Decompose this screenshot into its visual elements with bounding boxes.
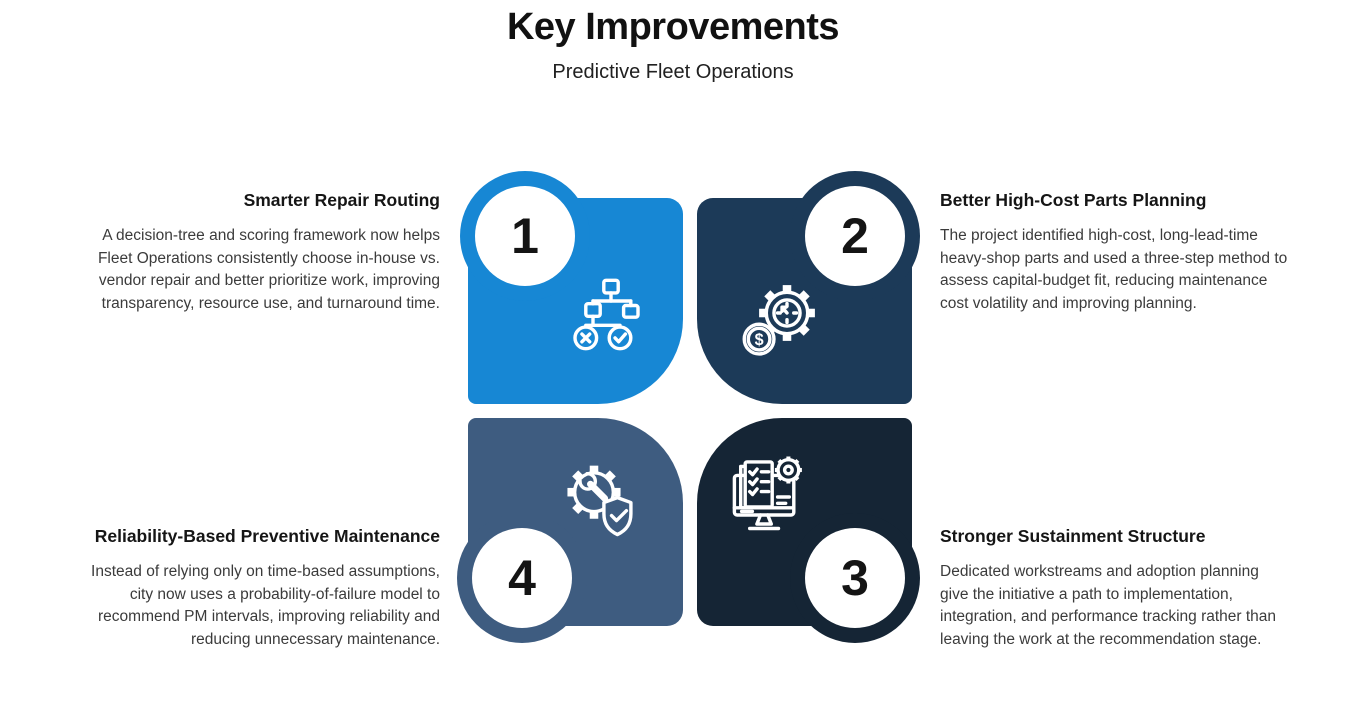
number-circle-3: 3 [805, 528, 905, 628]
number-circle-1: 1 [475, 186, 575, 286]
item-2-description: The project identified high-cost, long-l… [940, 227, 1288, 312]
number-circle-4: 4 [472, 528, 572, 628]
gear-clock-coin-icon: $ [742, 285, 815, 356]
decision-tree-icon [573, 278, 640, 351]
item-4-title: Reliability-Based Preventive Maintenance [94, 526, 440, 546]
header: Key Improvements Predictive Fleet Operat… [0, 6, 1346, 84]
page-subtitle: Predictive Fleet Operations [552, 61, 794, 83]
monitor-checklist-gear-icon [732, 456, 802, 531]
item-4-description: Instead of relying only on time-based as… [91, 563, 440, 648]
item-3-text-block: Stronger Sustainment Structure Dedicated… [940, 526, 1292, 651]
item-1-title: Smarter Repair Routing [243, 190, 440, 210]
item-3-title: Stronger Sustainment Structure [940, 526, 1206, 546]
step-number-2: 2 [841, 208, 869, 264]
item-4-text-block: Reliability-Based Preventive Maintenance… [40, 526, 440, 651]
step-number-3: 3 [841, 550, 869, 606]
step-number-4: 4 [508, 550, 536, 606]
step-number-1: 1 [511, 208, 539, 264]
item-2-text-block: Better High-Cost Parts Planning The proj… [940, 190, 1296, 315]
item-1-text-block: Smarter Repair Routing A decision-tree a… [60, 190, 440, 315]
number-circle-2: 2 [805, 186, 905, 286]
item-1-description: A decision-tree and scoring framework no… [97, 227, 440, 312]
svg-text:$: $ [755, 331, 764, 349]
item-2-title: Better High-Cost Parts Planning [940, 190, 1207, 210]
page-title: Key Improvements [506, 6, 840, 48]
item-3-description: Dedicated workstreams and adoption plann… [940, 563, 1277, 648]
gear-wrench-shield-icon [567, 465, 633, 537]
